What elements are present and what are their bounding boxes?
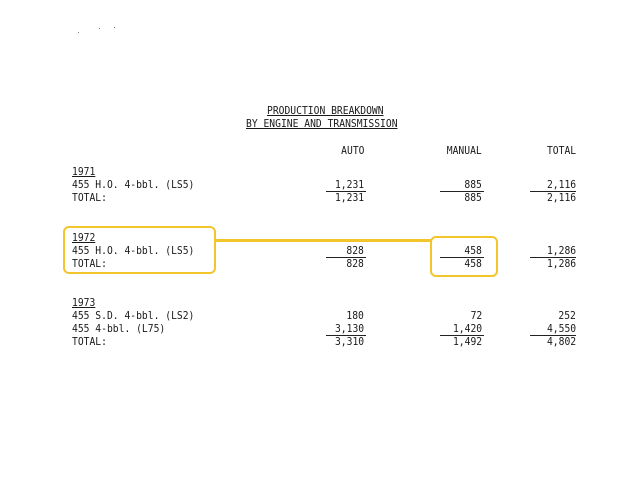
title-line-1: PRODUCTION BREAKDOWN — [267, 104, 384, 117]
scan-speck — [78, 32, 79, 33]
cell-total: 252 — [558, 309, 576, 322]
cell-manual: 458 — [464, 244, 482, 257]
cell-manual: 72 — [470, 309, 482, 322]
cell-total: 4,550 — [546, 322, 576, 335]
total-manual: 1,492 — [452, 335, 482, 348]
subtotal-rule — [326, 191, 366, 192]
cell-auto: 3,130 — [334, 322, 364, 335]
subtotal-rule — [440, 335, 484, 336]
cell-manual: 885 — [464, 178, 482, 191]
row-label: 455 S.D. 4-bbl. (LS2) — [72, 309, 195, 322]
total-auto: 3,310 — [334, 335, 364, 348]
total-total: 2,116 — [546, 191, 576, 204]
total-label: TOTAL: — [72, 191, 107, 204]
total-manual: 885 — [464, 191, 482, 204]
subtotal-rule — [440, 191, 484, 192]
title-line-2: BY ENGINE AND TRANSMISSION — [246, 117, 398, 130]
highlight-box-1972-label — [63, 226, 216, 274]
total-label: TOTAL: — [72, 257, 107, 270]
total-manual: 458 — [464, 257, 482, 270]
row-label: 455 H.O. 4-bbl. (LS5) — [72, 178, 195, 191]
subtotal-rule — [530, 257, 576, 258]
total-label: TOTAL: — [72, 335, 107, 348]
column-header-auto: AUTO — [340, 144, 364, 157]
subtotal-rule — [530, 335, 576, 336]
subtotal-rule — [440, 257, 484, 258]
cell-auto: 1,231 — [334, 178, 364, 191]
column-header-manual: MANUAL — [447, 144, 482, 157]
cell-auto: 828 — [346, 244, 364, 257]
scan-speck — [99, 28, 100, 29]
highlight-connector-line — [216, 239, 432, 242]
total-total: 4,802 — [546, 335, 576, 348]
cell-auto: 180 — [346, 309, 364, 322]
cell-manual: 1,420 — [452, 322, 482, 335]
cell-total: 2,116 — [546, 178, 576, 191]
cell-total: 1,286 — [546, 244, 576, 257]
row-label: 455 H.O. 4-bbl. (LS5) — [72, 244, 195, 257]
total-auto: 828 — [346, 257, 364, 270]
total-auto: 1,231 — [334, 191, 364, 204]
year-label-1972: 1972 — [72, 231, 96, 244]
column-header-total: TOTAL — [546, 144, 576, 157]
subtotal-rule — [326, 257, 366, 258]
scan-speck — [114, 27, 115, 28]
row-label: 455 4-bbl. (L75) — [72, 322, 166, 335]
subtotal-rule — [326, 335, 366, 336]
total-total: 1,286 — [546, 257, 576, 270]
subtotal-rule — [530, 191, 576, 192]
highlight-box-1972-manual — [430, 236, 498, 277]
year-label-1971: 1971 — [72, 165, 96, 178]
year-label-1973: 1973 — [72, 296, 96, 309]
